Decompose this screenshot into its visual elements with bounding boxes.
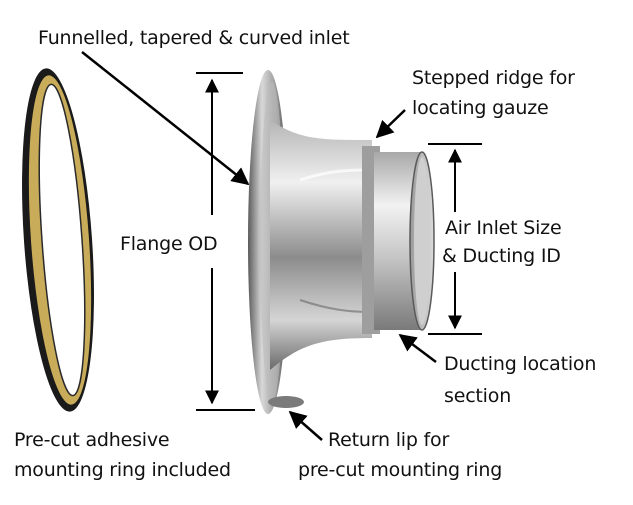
ducting-label-line1: Ducting location bbox=[444, 353, 597, 375]
air-inlet-label-line2: & Ducting ID bbox=[442, 245, 561, 267]
ducting-tube bbox=[374, 151, 435, 331]
ring-label-line1: Pre-cut adhesive bbox=[14, 429, 170, 451]
ring-label-line2: mounting ring included bbox=[14, 459, 231, 481]
air-inlet-label-line1: Air Inlet Size bbox=[445, 217, 562, 239]
ducting-leader-arrow bbox=[398, 333, 437, 363]
lip-leader-arrow bbox=[288, 410, 323, 441]
air-inlet-dimension bbox=[428, 143, 482, 335]
inlet-body bbox=[270, 120, 373, 370]
ridge-label-line1: Stepped ridge for bbox=[412, 67, 575, 89]
lip-label-line1: Return lip for bbox=[328, 429, 450, 451]
flange-od-label: Flange OD bbox=[120, 233, 218, 255]
inlet-leader-arrow bbox=[81, 51, 250, 186]
inlet-label: Funnelled, tapered & curved inlet bbox=[38, 27, 350, 49]
ridge-leader-arrow bbox=[375, 109, 406, 139]
ducting-label-line2: section bbox=[444, 385, 512, 407]
ridge-label-line2: locating gauze bbox=[412, 97, 549, 119]
mounting-ring bbox=[22, 68, 94, 412]
flange-od-dimension bbox=[196, 72, 255, 411]
lip-label-line2: pre-cut mounting ring bbox=[298, 459, 503, 481]
